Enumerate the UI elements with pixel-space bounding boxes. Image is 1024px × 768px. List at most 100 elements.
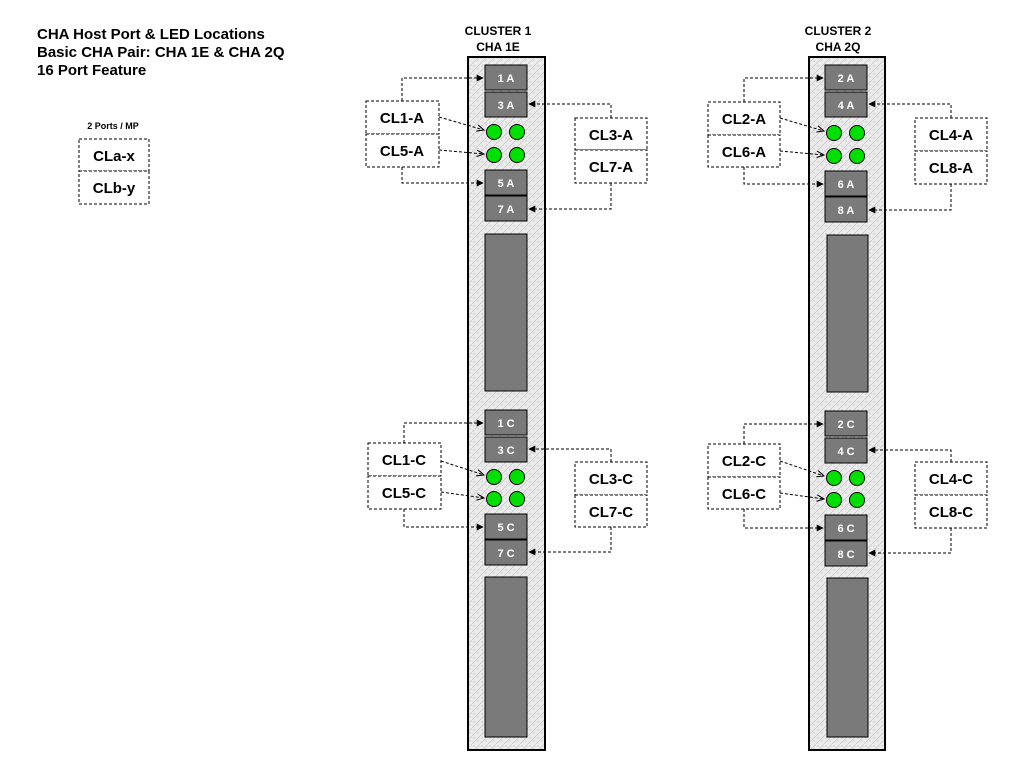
port-box [484, 513, 528, 540]
port-label: 2 C [837, 419, 854, 431]
port-group-2c: 2 C 4 C 6 C 8 C CL2-C CL6-C CL4-C CL8-C [707, 410, 988, 738]
port-label: 5 A [498, 178, 515, 190]
cluster-2-label: CLUSTER 2 [805, 24, 872, 38]
port-map-label: CL3-C [589, 471, 633, 488]
port-group-1c: 1 C 3 C 5 C 7 C CL1-C CL5-C CL3-C CL7-C [367, 409, 648, 738]
port-map-label: CL4-A [929, 127, 973, 144]
connector [528, 445, 612, 462]
connector [438, 149, 484, 154]
port-box [824, 170, 868, 197]
port-box [484, 195, 528, 222]
connector [868, 528, 952, 557]
port-box [484, 409, 528, 436]
port-label: 6 C [837, 523, 854, 535]
port-map-label: CL1-C [382, 452, 426, 469]
port-box [484, 436, 528, 463]
connector [779, 460, 824, 476]
connector [528, 527, 612, 556]
card-slot [826, 577, 869, 738]
led [849, 148, 865, 164]
port-label: 4 C [837, 446, 854, 458]
port-label: 8 C [837, 549, 854, 561]
led [486, 491, 502, 507]
port-map-label: CL8-A [929, 160, 973, 177]
port-label: 4 A [838, 100, 855, 112]
connector [779, 117, 824, 131]
port-box [484, 64, 528, 91]
connector [403, 419, 484, 443]
connector [401, 74, 484, 101]
port-map-label: CL2-C [722, 453, 766, 470]
port-label-box [574, 461, 648, 496]
legend-heading: 2 Ports / MP [87, 121, 139, 131]
connector [779, 492, 824, 499]
connector [440, 460, 484, 475]
port-box [824, 410, 868, 437]
port-label: 1 C [497, 418, 514, 430]
title-line-2: Basic CHA Pair: CHA 1E & CHA 2Q [37, 44, 285, 61]
port-label-box [574, 494, 648, 528]
led [509, 124, 525, 140]
port-box [824, 196, 868, 223]
legend: 2 Ports / MP CLa-x CLb-y [78, 121, 150, 205]
legend-box-1 [78, 138, 150, 172]
connector [868, 184, 952, 214]
led [509, 491, 525, 507]
port-label: 5 C [497, 522, 514, 534]
legend-box-2 [78, 170, 150, 205]
port-label-box [574, 149, 648, 184]
port-map-label: CL4-C [929, 471, 973, 488]
connector [528, 183, 612, 213]
led [486, 124, 502, 140]
connector [868, 446, 952, 462]
connector [403, 509, 484, 531]
port-map-label: CL3-A [589, 127, 633, 144]
port-map-label: CL6-A [722, 144, 766, 161]
port-box [484, 169, 528, 196]
port-label: 6 A [838, 179, 855, 191]
led [486, 147, 502, 163]
cluster-1-label: CLUSTER 1 [465, 24, 532, 38]
port-map-label: CL1-A [380, 110, 424, 127]
connector [401, 167, 484, 187]
cluster-1-cha-label: CHA 1E [476, 40, 520, 54]
port-label-box [707, 443, 781, 478]
port-box [824, 437, 868, 464]
legend-label-1: CLa-x [93, 148, 135, 165]
led [826, 470, 842, 486]
legend-label-2: CLb-y [93, 180, 136, 197]
led [509, 147, 525, 163]
led [826, 125, 842, 141]
port-label: 7 A [498, 204, 515, 216]
cluster-1: CLUSTER 1 CHA 1E 1 A 3 A 5 A 7 A CL1-A C… [365, 24, 648, 751]
title-line-3: 16 Port Feature [37, 62, 146, 79]
connector [743, 509, 824, 532]
port-label: 7 C [497, 548, 514, 560]
port-label: 1 A [498, 73, 515, 85]
port-map-label: CL2-A [722, 111, 766, 128]
card-slot [484, 233, 528, 392]
connector [440, 491, 484, 498]
port-map-label: CL8-C [929, 504, 973, 521]
port-label: 3 C [497, 445, 514, 457]
led [826, 148, 842, 164]
led [849, 470, 865, 486]
connector [779, 150, 824, 155]
page-title: CHA Host Port & LED Locations Basic CHA … [37, 26, 285, 79]
port-label-box [914, 150, 988, 185]
port-label: 8 A [838, 205, 855, 217]
card-slot [826, 234, 869, 393]
port-map-label: CL7-A [589, 159, 633, 176]
port-label: 2 A [838, 73, 855, 85]
port-group-2a: 2 A 4 A 6 A 8 A CL2-A CL6-A CL4-A CL8-A [707, 64, 988, 393]
connector [743, 74, 824, 102]
title-line-1: CHA Host Port & LED Locations [37, 26, 265, 43]
port-label-box [365, 133, 440, 168]
cluster-2: CLUSTER 2 CHA 2Q 2 A 4 A 6 A 8 A CL2-A C… [707, 24, 988, 751]
led [509, 469, 525, 485]
port-map-label: CL5-C [382, 485, 426, 502]
led [849, 492, 865, 508]
port-map-label: CL7-C [589, 504, 633, 521]
port-label: 3 A [498, 100, 515, 112]
